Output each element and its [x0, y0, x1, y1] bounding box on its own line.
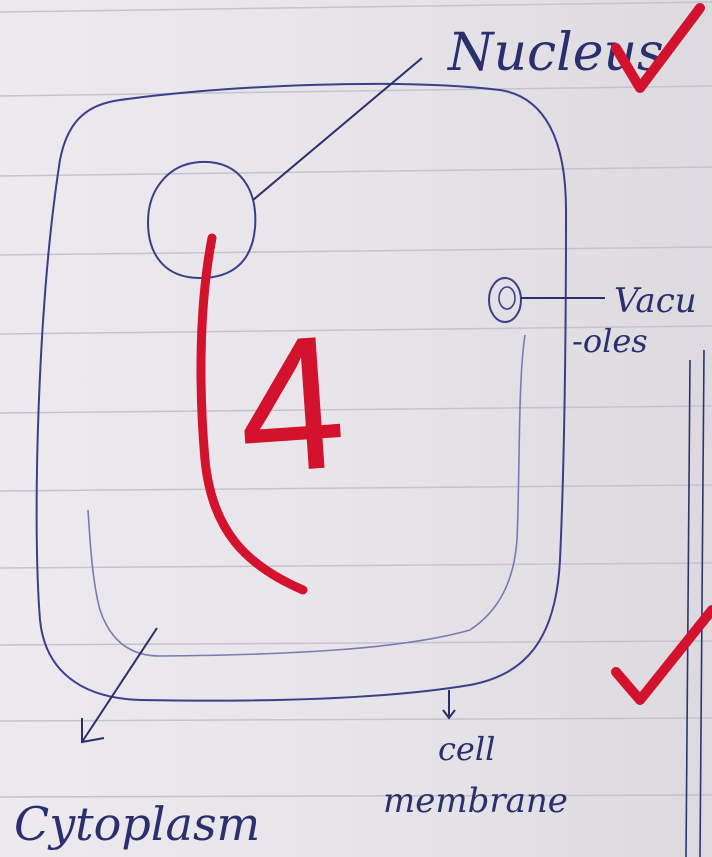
vacuole — [489, 278, 521, 322]
cell-label: cell — [438, 730, 495, 768]
membrane-label: membrane — [383, 781, 568, 821]
margin-lines — [686, 350, 704, 857]
vacuoles-label-line2: -oles — [572, 322, 648, 360]
grade-score: 4 — [231, 296, 351, 515]
cytoplasm-label: Cytoplasm — [14, 797, 260, 851]
nucleus-circle — [148, 162, 255, 278]
vacuoles-label-line1: Vacu — [614, 281, 697, 321]
ruled-lines — [0, 2, 712, 797]
checkmark-bottom-icon — [616, 610, 712, 700]
nucleus-pointer-line — [253, 58, 422, 200]
cell-membrane-arrow — [443, 690, 455, 718]
